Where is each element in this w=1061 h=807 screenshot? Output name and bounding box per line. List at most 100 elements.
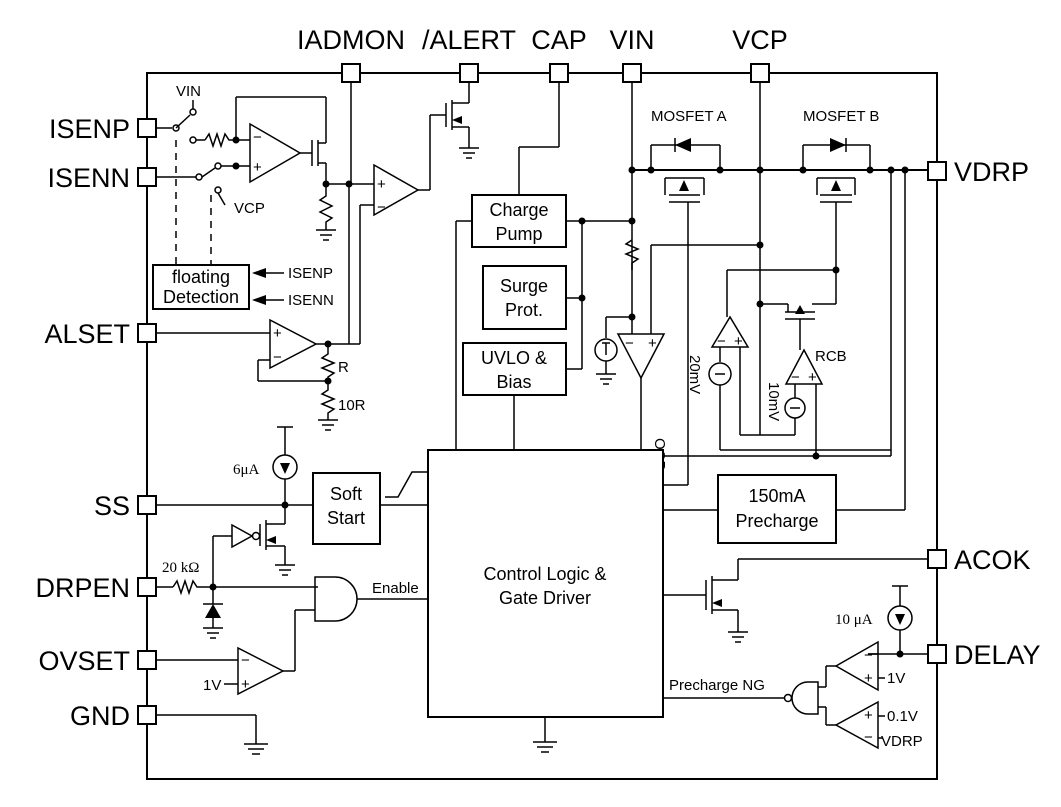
precharge-ng-label: Precharge NG xyxy=(669,677,765,694)
soft-start-section: 6μA Soft Start xyxy=(156,426,428,587)
soft-start-line1: Soft xyxy=(330,484,362,504)
pin-drpen: DRPEN xyxy=(35,573,157,603)
pin-acok: ACOK xyxy=(927,545,1031,575)
alset-section: + − R 10R xyxy=(156,318,366,431)
precharge-block: 150mA Precharge xyxy=(663,170,906,544)
pin-isenp-label: ISENP xyxy=(49,114,130,144)
pin-gnd: GND xyxy=(70,701,157,731)
pin-acok-label: ACOK xyxy=(954,545,1031,575)
svg-text:+: + xyxy=(864,670,873,687)
pin-ovset-label: OVSET xyxy=(38,646,130,676)
floating-detection-line2: Detection xyxy=(163,287,239,307)
pin-alset: ALSET xyxy=(44,319,157,349)
current-sense-section: VIN − + VCP xyxy=(156,82,374,344)
vcp-rcb-section: RCB − + 20mV − + 10mV xyxy=(663,82,892,460)
pin-vdrp: VDRP xyxy=(927,157,1029,187)
svg-text:−: − xyxy=(791,369,800,386)
pin-iadmon: IADMON xyxy=(297,25,405,83)
pin-ovset: OVSET xyxy=(38,646,157,676)
delay-1v-label: 1V xyxy=(887,670,905,687)
pin-drpen-label: DRPEN xyxy=(35,573,130,603)
drpen-section: 20 kΩ Enable xyxy=(156,560,428,672)
ovset-section: − + 1V xyxy=(156,646,285,696)
control-logic-block: Control Logic & Gate Driver xyxy=(427,449,664,753)
uvlo-line1: UVLO & xyxy=(481,348,547,368)
charge-pump-line2: Pump xyxy=(495,224,542,244)
pin-alert-label: /ALERT xyxy=(422,25,516,55)
pin-cap-label: CAP xyxy=(531,25,587,55)
pin-ss-label: SS xyxy=(94,491,130,521)
pin-isenp: ISENP xyxy=(49,114,157,144)
delay-section: 10 μA − + 1V + − 0.1V VDRP Precharge NG xyxy=(663,585,928,750)
vcp-switch-label: VCP xyxy=(234,200,265,217)
floating-detection-line1: floating xyxy=(172,267,230,287)
vdrp-cmp-label: VDRP xyxy=(881,733,923,750)
v01-label: 0.1V xyxy=(887,708,918,725)
vin-switch-label: VIN xyxy=(176,83,201,100)
r20k-label: 20 kΩ xyxy=(162,560,199,576)
svg-text:+: + xyxy=(808,369,817,386)
pin-vcp: VCP xyxy=(732,25,788,83)
soft-start-line2: Start xyxy=(327,508,365,528)
charge-pump-line1: Charge xyxy=(489,200,548,220)
pin-vin-label: VIN xyxy=(609,25,654,55)
floating-detection-block: floating Detection ISENP ISENN xyxy=(152,264,334,310)
svg-text:−: − xyxy=(864,647,873,664)
mv20-label: 20mV xyxy=(686,355,703,394)
pin-delay: DELAY xyxy=(927,640,1041,670)
svg-text:−: − xyxy=(864,729,873,746)
surge-line2: Prot. xyxy=(505,300,543,320)
floating-isenn-label: ISENN xyxy=(288,292,334,309)
pin-vin: VIN xyxy=(609,25,655,83)
gnd-section xyxy=(156,714,268,755)
mv10-label: 10mV xyxy=(765,382,782,421)
svg-text:+: + xyxy=(734,333,743,350)
pin-vdrp-label: VDRP xyxy=(954,157,1029,187)
control-logic-line2: Gate Driver xyxy=(499,588,591,608)
charge-pump-block: Charge Pump xyxy=(471,194,567,248)
svg-text:−: − xyxy=(717,333,726,350)
pin-iadmon-label: IADMON xyxy=(297,25,405,55)
svg-text:−: − xyxy=(241,652,250,669)
r10-label: 10R xyxy=(338,397,366,414)
enable-label: Enable xyxy=(372,580,419,597)
ovset-1v-label: 1V xyxy=(203,677,221,694)
svg-text:+: + xyxy=(864,707,873,724)
precharge-line1: 150mA xyxy=(748,486,805,506)
svg-text:−: − xyxy=(625,335,634,352)
chip-outline xyxy=(146,72,938,780)
r-label: R xyxy=(338,359,349,376)
pin-isenn-label: ISENN xyxy=(47,163,130,193)
pin-isenn: ISENN xyxy=(47,163,157,193)
i10-label: 10 μA xyxy=(835,612,873,628)
mosfet-a-label: MOSFET A xyxy=(651,108,727,125)
svg-text:−: − xyxy=(273,349,282,366)
i6-label: 6μA xyxy=(233,462,260,478)
pin-alset-label: ALSET xyxy=(44,319,130,349)
charge-pump-wiring xyxy=(455,82,636,450)
pin-gnd-label: GND xyxy=(70,701,130,731)
pin-cap: CAP xyxy=(531,25,587,83)
alert-comparator: + − xyxy=(359,82,479,344)
svg-text:−: − xyxy=(253,129,262,146)
pin-vcp-label: VCP xyxy=(732,25,788,55)
surge-protection-block: Surge Prot. xyxy=(482,265,567,330)
svg-text:+: + xyxy=(648,335,657,352)
uvlo-bias-block: UVLO & Bias xyxy=(462,342,567,396)
svg-text:+: + xyxy=(253,159,262,176)
mosfet-b-label: MOSFET B xyxy=(803,108,879,125)
svg-text:−: − xyxy=(377,199,386,216)
svg-text:+: + xyxy=(273,325,282,342)
mosfet-b: MOSFET B xyxy=(802,108,879,274)
svg-text:+: + xyxy=(377,176,386,193)
vin-ocp-section: − + OCP xyxy=(594,82,760,471)
rcb-label: RCB xyxy=(815,348,847,365)
precharge-line2: Precharge xyxy=(735,511,818,531)
floating-isenp-label: ISENP xyxy=(288,265,333,282)
acok-section xyxy=(663,558,928,643)
main-power-rail xyxy=(631,166,929,174)
uvlo-line2: Bias xyxy=(496,372,531,392)
pin-delay-label: DELAY xyxy=(954,640,1041,670)
control-logic-line1: Control Logic & xyxy=(483,564,606,584)
